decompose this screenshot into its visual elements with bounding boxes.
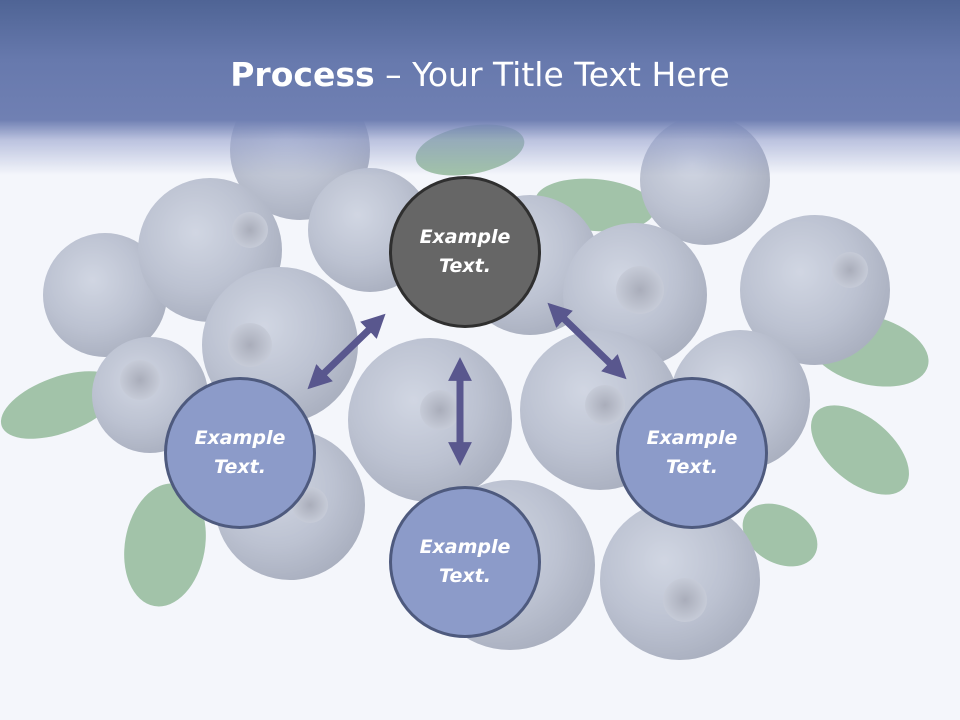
process-node-right-line1: Example	[646, 427, 738, 449]
process-node-right[interactable]: Example Text.	[616, 377, 768, 529]
title-bar	[0, 0, 960, 175]
process-node-center-line2: Text.	[439, 255, 491, 277]
berry-crown	[585, 385, 625, 425]
berry-shape	[43, 233, 167, 357]
process-node-center[interactable]: Example Text.	[389, 176, 541, 328]
berry-crown	[120, 360, 160, 400]
slide-title-rest: – Your Title Text Here	[374, 55, 730, 94]
process-node-center-line1: Example	[419, 226, 511, 248]
process-node-bottom[interactable]: Example Text.	[389, 486, 541, 638]
berry-crown	[616, 266, 664, 314]
process-node-left-line2: Text.	[214, 456, 266, 478]
double-arrow-center-right	[547, 302, 627, 380]
leaf-shape	[811, 405, 909, 495]
process-node-bottom-line2: Text.	[439, 565, 491, 587]
double-arrow-center-left	[307, 313, 386, 390]
slide-title: Process – Your Title Text Here	[0, 52, 960, 98]
leaf-shape	[124, 483, 206, 607]
process-node-left[interactable]: Example Text.	[164, 377, 316, 529]
process-node-left-line1: Example	[194, 427, 286, 449]
berry-crown	[232, 212, 268, 248]
process-node-right-line2: Text.	[666, 456, 718, 478]
slide-title-bold: Process	[230, 55, 375, 94]
berry-crown	[832, 252, 868, 288]
process-node-bottom-line1: Example	[419, 536, 511, 558]
berry-crown	[663, 578, 707, 622]
berry-crown	[228, 323, 272, 367]
leaf-shape	[0, 371, 120, 439]
leaf-shape	[742, 503, 818, 567]
